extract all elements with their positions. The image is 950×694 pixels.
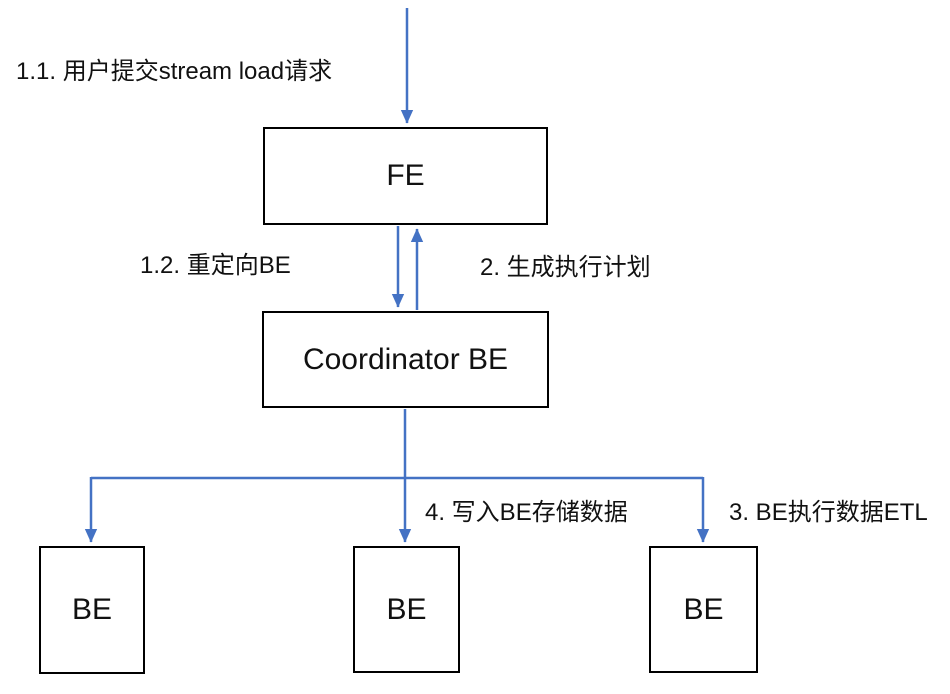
node-be-middle: BE [353, 546, 460, 673]
node-be-right: BE [649, 546, 758, 673]
annotation-step-2: 2. 生成执行计划 [480, 254, 651, 281]
annotation-step-1-2: 1.2. 重定向BE [140, 252, 291, 279]
node-be-left-label: BE [71, 593, 113, 626]
node-coordinator-be: Coordinator BE [262, 311, 549, 408]
node-be-right-label: BE [683, 592, 724, 626]
node-coordinator-be-label: Coordinator BE [302, 342, 509, 376]
annotation-step-1-1: 1.1. 用户提交stream load请求 [16, 58, 333, 85]
node-be-middle-label: BE [386, 592, 427, 626]
annotation-step-3: 3. BE执行数据ETL [729, 499, 928, 526]
node-fe-label: FE [386, 159, 425, 192]
annotation-step-4: 4. 写入BE存储数据 [425, 499, 628, 526]
node-be-left: BE [39, 546, 145, 674]
node-fe: FE [263, 127, 548, 225]
